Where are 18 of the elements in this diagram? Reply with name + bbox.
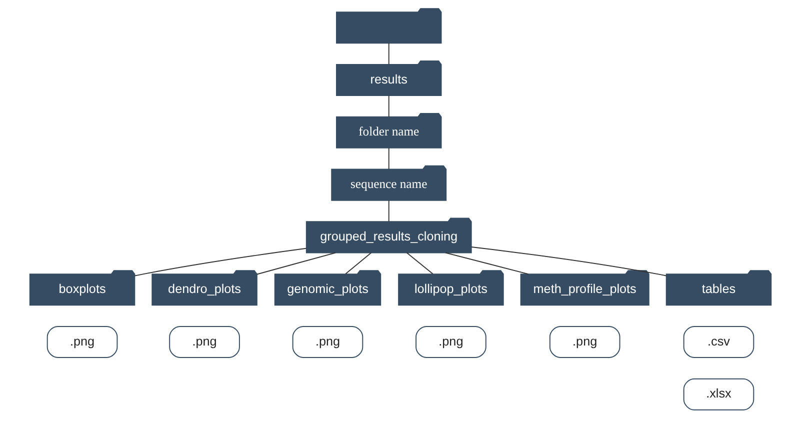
node-folder: [335, 8, 442, 44]
connector: [388, 147, 389, 170]
node-box: .xlsx: [682, 378, 754, 410]
node-box: .png: [292, 326, 363, 358]
connector: [470, 246, 666, 276]
connector: [388, 200, 389, 222]
node-box: .png: [168, 326, 240, 358]
node-box: .png: [548, 326, 620, 358]
connector: [344, 252, 372, 274]
connector: [134, 248, 306, 276]
connector: [388, 95, 389, 118]
connector: [406, 252, 433, 274]
connector: [256, 252, 336, 275]
node-box: .png: [415, 326, 486, 358]
node-box: .png: [46, 326, 118, 358]
node-box: .csv: [682, 326, 754, 358]
connector: [444, 252, 528, 275]
connector: [388, 42, 389, 65]
